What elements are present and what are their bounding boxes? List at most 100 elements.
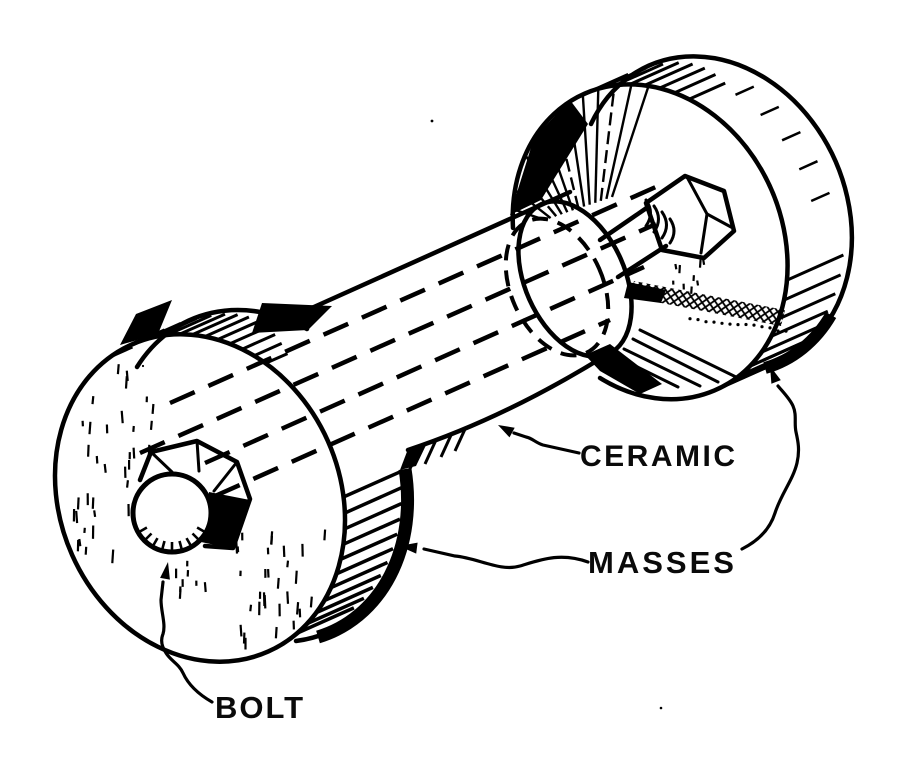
cylinder-bottom-edge	[405, 351, 611, 453]
right-face-crosshatch-band	[630, 281, 785, 326]
hatch-line	[673, 73, 717, 95]
stipple-mark	[323, 529, 327, 541]
hatch-line	[229, 325, 269, 346]
hatch-line	[315, 585, 374, 615]
cylinder-bore-hidden-ellipse	[503, 216, 611, 358]
dot	[768, 326, 772, 330]
tick	[160, 540, 166, 553]
left-rim-dark-wedge-a	[120, 300, 172, 345]
bolt-hex-facet-line	[149, 450, 174, 474]
stipple-mark	[124, 376, 128, 389]
stipple-mark	[75, 510, 79, 524]
stipple-mark	[674, 263, 678, 270]
right-mass-disc	[510, 54, 855, 402]
bolt-nut-assembly	[597, 173, 737, 280]
tick	[142, 532, 153, 543]
hatch-line	[783, 273, 842, 302]
crosshatch-band-dark-cap	[624, 282, 666, 303]
dot	[784, 329, 788, 333]
ceramic-cylinder	[139, 183, 659, 499]
stipple-mark	[116, 364, 120, 375]
hatch-line	[628, 61, 680, 86]
fan-line	[542, 124, 575, 211]
bolt-hex-dark-facet	[201, 492, 250, 549]
bolt-arrowhead	[160, 562, 170, 580]
hatch-line	[407, 446, 422, 472]
dot	[704, 320, 708, 324]
bolt-label: BOLT	[215, 690, 305, 725]
right-bottom-dark-wedge	[585, 344, 662, 394]
tick	[191, 532, 202, 543]
hatch-line	[241, 333, 276, 351]
dot	[712, 320, 716, 324]
tick	[196, 526, 209, 535]
masses-left-arrowhead	[399, 542, 418, 554]
hatch-line	[423, 439, 438, 465]
hatch-line	[253, 342, 283, 358]
nut-hex-outline	[643, 173, 737, 261]
left-mass-disc	[52, 300, 468, 664]
stipple-mark	[309, 596, 313, 608]
hatch-line	[335, 547, 394, 576]
dot	[744, 322, 748, 327]
stipple-mark	[132, 447, 136, 459]
stipple-mark	[239, 624, 243, 637]
stipple-mark	[678, 264, 681, 274]
hatch-line	[715, 363, 774, 392]
stipple-mark	[103, 463, 107, 473]
right-rim-hatch-bottom	[704, 253, 845, 396]
fan-line	[599, 85, 616, 201]
stipple-mark	[698, 259, 702, 268]
rim-dash	[734, 85, 755, 96]
tick	[178, 540, 184, 553]
thread-arc	[668, 217, 676, 245]
left-rim-hatch-top	[109, 312, 289, 365]
rim-dash	[760, 105, 780, 117]
stipple-mark	[282, 545, 286, 557]
bolt-hex-facet-line	[195, 439, 201, 473]
right-face-shadow-line	[638, 328, 738, 379]
fan-line	[567, 102, 586, 207]
cylinder-top-edge	[302, 189, 573, 314]
hatch-line	[599, 66, 647, 90]
right-rim-hatch-top	[573, 61, 831, 203]
hatch-line	[770, 309, 829, 338]
left-disc-rim-shadow-band	[316, 467, 415, 644]
hatch-line	[323, 573, 382, 603]
fan-line	[594, 88, 600, 203]
fan-line	[518, 171, 558, 217]
stipple-mark	[84, 546, 88, 555]
tick	[135, 526, 148, 535]
hatch-line	[614, 62, 664, 87]
hatch-line	[738, 349, 797, 377]
hatch-line	[264, 352, 289, 365]
stipple-mark	[270, 535, 273, 545]
crosshatch-dotted-row	[688, 317, 788, 333]
ceramic-arrowhead	[498, 425, 515, 438]
hatch-line	[142, 322, 182, 342]
masses-right-leader-line	[740, 384, 801, 551]
stipple-mark	[696, 280, 700, 286]
hidden-axis-dashed-lines	[139, 183, 659, 499]
dot	[736, 323, 740, 327]
stipple-mark	[249, 604, 253, 612]
dot	[760, 325, 764, 329]
callouts: CERAMIC MASSES BOLT	[159, 366, 801, 725]
bolt-leader-line	[159, 580, 214, 704]
hatch-line	[786, 253, 845, 282]
hidden-line	[139, 221, 657, 456]
nut-facet-line	[705, 212, 733, 229]
dot	[752, 323, 756, 327]
hatch-line	[154, 317, 198, 339]
rim-dash	[810, 191, 831, 203]
dot	[776, 329, 780, 333]
hatch-line	[342, 517, 401, 546]
fan-line	[514, 189, 552, 220]
masses-label: MASSES	[588, 545, 737, 580]
hatch-line	[339, 532, 398, 561]
hatch-line	[109, 345, 134, 359]
left-rim-dark-wedge-b	[252, 303, 332, 333]
stipple-mark	[203, 582, 207, 593]
right-face-stipple	[672, 258, 706, 294]
